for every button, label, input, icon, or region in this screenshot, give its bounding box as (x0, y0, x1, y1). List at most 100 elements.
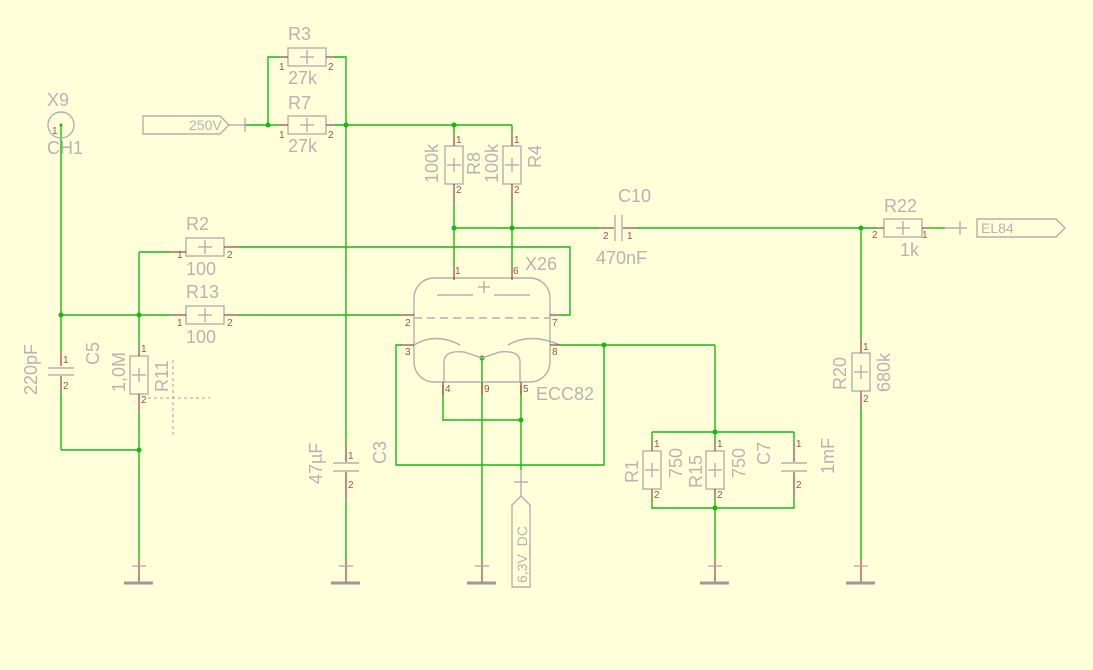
value-label: 47µF (306, 443, 326, 484)
value-label: 220pF (21, 344, 41, 395)
ref-label: X9 (47, 90, 69, 110)
supply-port-250v[interactable]: 250V (142, 115, 246, 135)
resistor-r13[interactable]: 1 2 R13 100 (170, 282, 238, 347)
pin-label: 7 (552, 318, 558, 329)
input-jack-x9[interactable]: 1 X9 CH1 (47, 90, 83, 158)
pin-label: 1 (922, 230, 928, 241)
pin-label: 1 (654, 439, 660, 450)
capacitor-c7[interactable]: 1 2 C7 1mF (754, 438, 838, 498)
value-label: 100 (186, 327, 216, 347)
pin-label: 6 (513, 266, 519, 277)
ground-icon (331, 560, 360, 585)
wires (60, 56, 945, 560)
port-label: 6,3V_DC (514, 526, 530, 583)
ref-label: R3 (288, 24, 311, 44)
pin-label: 2 (514, 185, 520, 196)
value-label: 100 (186, 259, 216, 279)
ref-label: R4 (525, 145, 545, 168)
ref-label: X26 (525, 254, 557, 274)
value-label: 100k (422, 143, 442, 183)
pin-label: 2 (717, 490, 723, 501)
capacitor-c10[interactable]: 2 1 C10 470nF (596, 186, 651, 268)
pin-label: 1 (514, 135, 520, 146)
pin-label: 1 (796, 439, 802, 450)
pin-label: 2 (348, 480, 354, 491)
junctions (58, 122, 864, 511)
pin-label: 1 (63, 355, 69, 366)
ground-icon (124, 560, 153, 585)
port-label: 250V (189, 117, 222, 133)
ground-icon (846, 560, 875, 585)
pin-label: 1 (863, 342, 869, 353)
pin-label: 2 (456, 185, 462, 196)
ref-label: R8 (464, 152, 484, 175)
resistor-r2[interactable]: 1 2 R2 100 (170, 214, 238, 279)
ref-label: R1 (622, 460, 642, 483)
resistor-r1[interactable]: 1 2 R1 750 (622, 439, 686, 501)
ground-icon (467, 560, 496, 585)
resistor-r8[interactable]: 1 2 100k R8 (422, 135, 484, 204)
pin-label: 2 (654, 490, 660, 501)
ref-label: R15 (686, 455, 706, 488)
resistor-r7[interactable]: 1 2 R7 27k (279, 93, 334, 156)
ref-label: C5 (83, 342, 103, 365)
pin-label: 9 (484, 384, 490, 395)
pin-label: 1 (455, 266, 461, 277)
ground-symbols (124, 560, 875, 585)
output-port-el84[interactable]: EL84 (945, 218, 1066, 238)
value-label: 1,0M (109, 352, 129, 392)
resistor-r4[interactable]: 1 2 100k R4 (482, 135, 545, 204)
capacitor-c3[interactable]: 1 2 47µF C3 (306, 441, 390, 500)
ref-label: R20 (830, 357, 850, 390)
pin-label: 2 (141, 395, 147, 406)
pin-label: 2 (227, 250, 233, 261)
value-label: 1k (900, 240, 920, 260)
pin-label: 4 (445, 384, 451, 395)
value-label: ECC82 (536, 384, 594, 404)
resistor-r3[interactable]: 1 2 R3 27k (279, 24, 334, 88)
pin-label: 1 (717, 439, 723, 450)
value-label: 470nF (596, 248, 647, 268)
pin-label: 2 (328, 130, 334, 141)
ref-label: C3 (370, 441, 390, 464)
ref-label: R13 (186, 282, 219, 302)
pin-label: 2 (405, 318, 411, 329)
pin-label: 2 (227, 318, 233, 329)
pin-label: 2 (328, 62, 334, 73)
resistor-r11[interactable]: 1 2 1,0M R11 (109, 344, 210, 436)
value-label: 1mF (818, 438, 838, 474)
ground-icon (700, 560, 729, 585)
pin-label: 8 (552, 347, 558, 358)
pin-label: 2 (872, 230, 878, 241)
resistor-r15[interactable]: 1 2 R15 750 (686, 439, 749, 501)
value-label: CH1 (47, 138, 83, 158)
pin-label: 1 (348, 451, 354, 462)
tube-x26[interactable]: 1 6 2 7 3 8 4 9 5 X26 ECC82 (400, 254, 594, 404)
pin-label: 5 (523, 384, 529, 395)
value-label: 680k (874, 352, 894, 392)
resistor-r20[interactable]: 1 2 R20 680k (830, 338, 894, 406)
pin-label: 3 (405, 347, 411, 358)
ref-label: R11 (152, 360, 172, 392)
ref-label: C7 (754, 442, 774, 465)
ref-label: R7 (288, 93, 311, 113)
pin-label: 1 (456, 135, 462, 146)
value-label: 750 (666, 448, 686, 478)
pin-label: 1 (279, 130, 285, 141)
value-label: 750 (729, 448, 749, 478)
ref-label: R2 (186, 214, 209, 234)
port-label: EL84 (981, 220, 1014, 236)
capacitor-c5[interactable]: 1 2 220pF C5 (21, 342, 103, 395)
value-label: 100k (482, 143, 502, 183)
pin-label: 1 (141, 344, 147, 355)
pin-label: 1 (177, 250, 183, 261)
value-label: 27k (288, 68, 318, 88)
ref-label: C10 (618, 186, 651, 206)
resistor-r22[interactable]: 2 1 R22 1k (872, 196, 930, 260)
ref-label: R22 (884, 196, 917, 216)
pin-label: 2 (63, 381, 69, 392)
pin-label: 2 (603, 231, 609, 242)
pin-label: 1 (279, 62, 285, 73)
heater-port-6v3[interactable]: 6,3V_DC (511, 470, 531, 588)
